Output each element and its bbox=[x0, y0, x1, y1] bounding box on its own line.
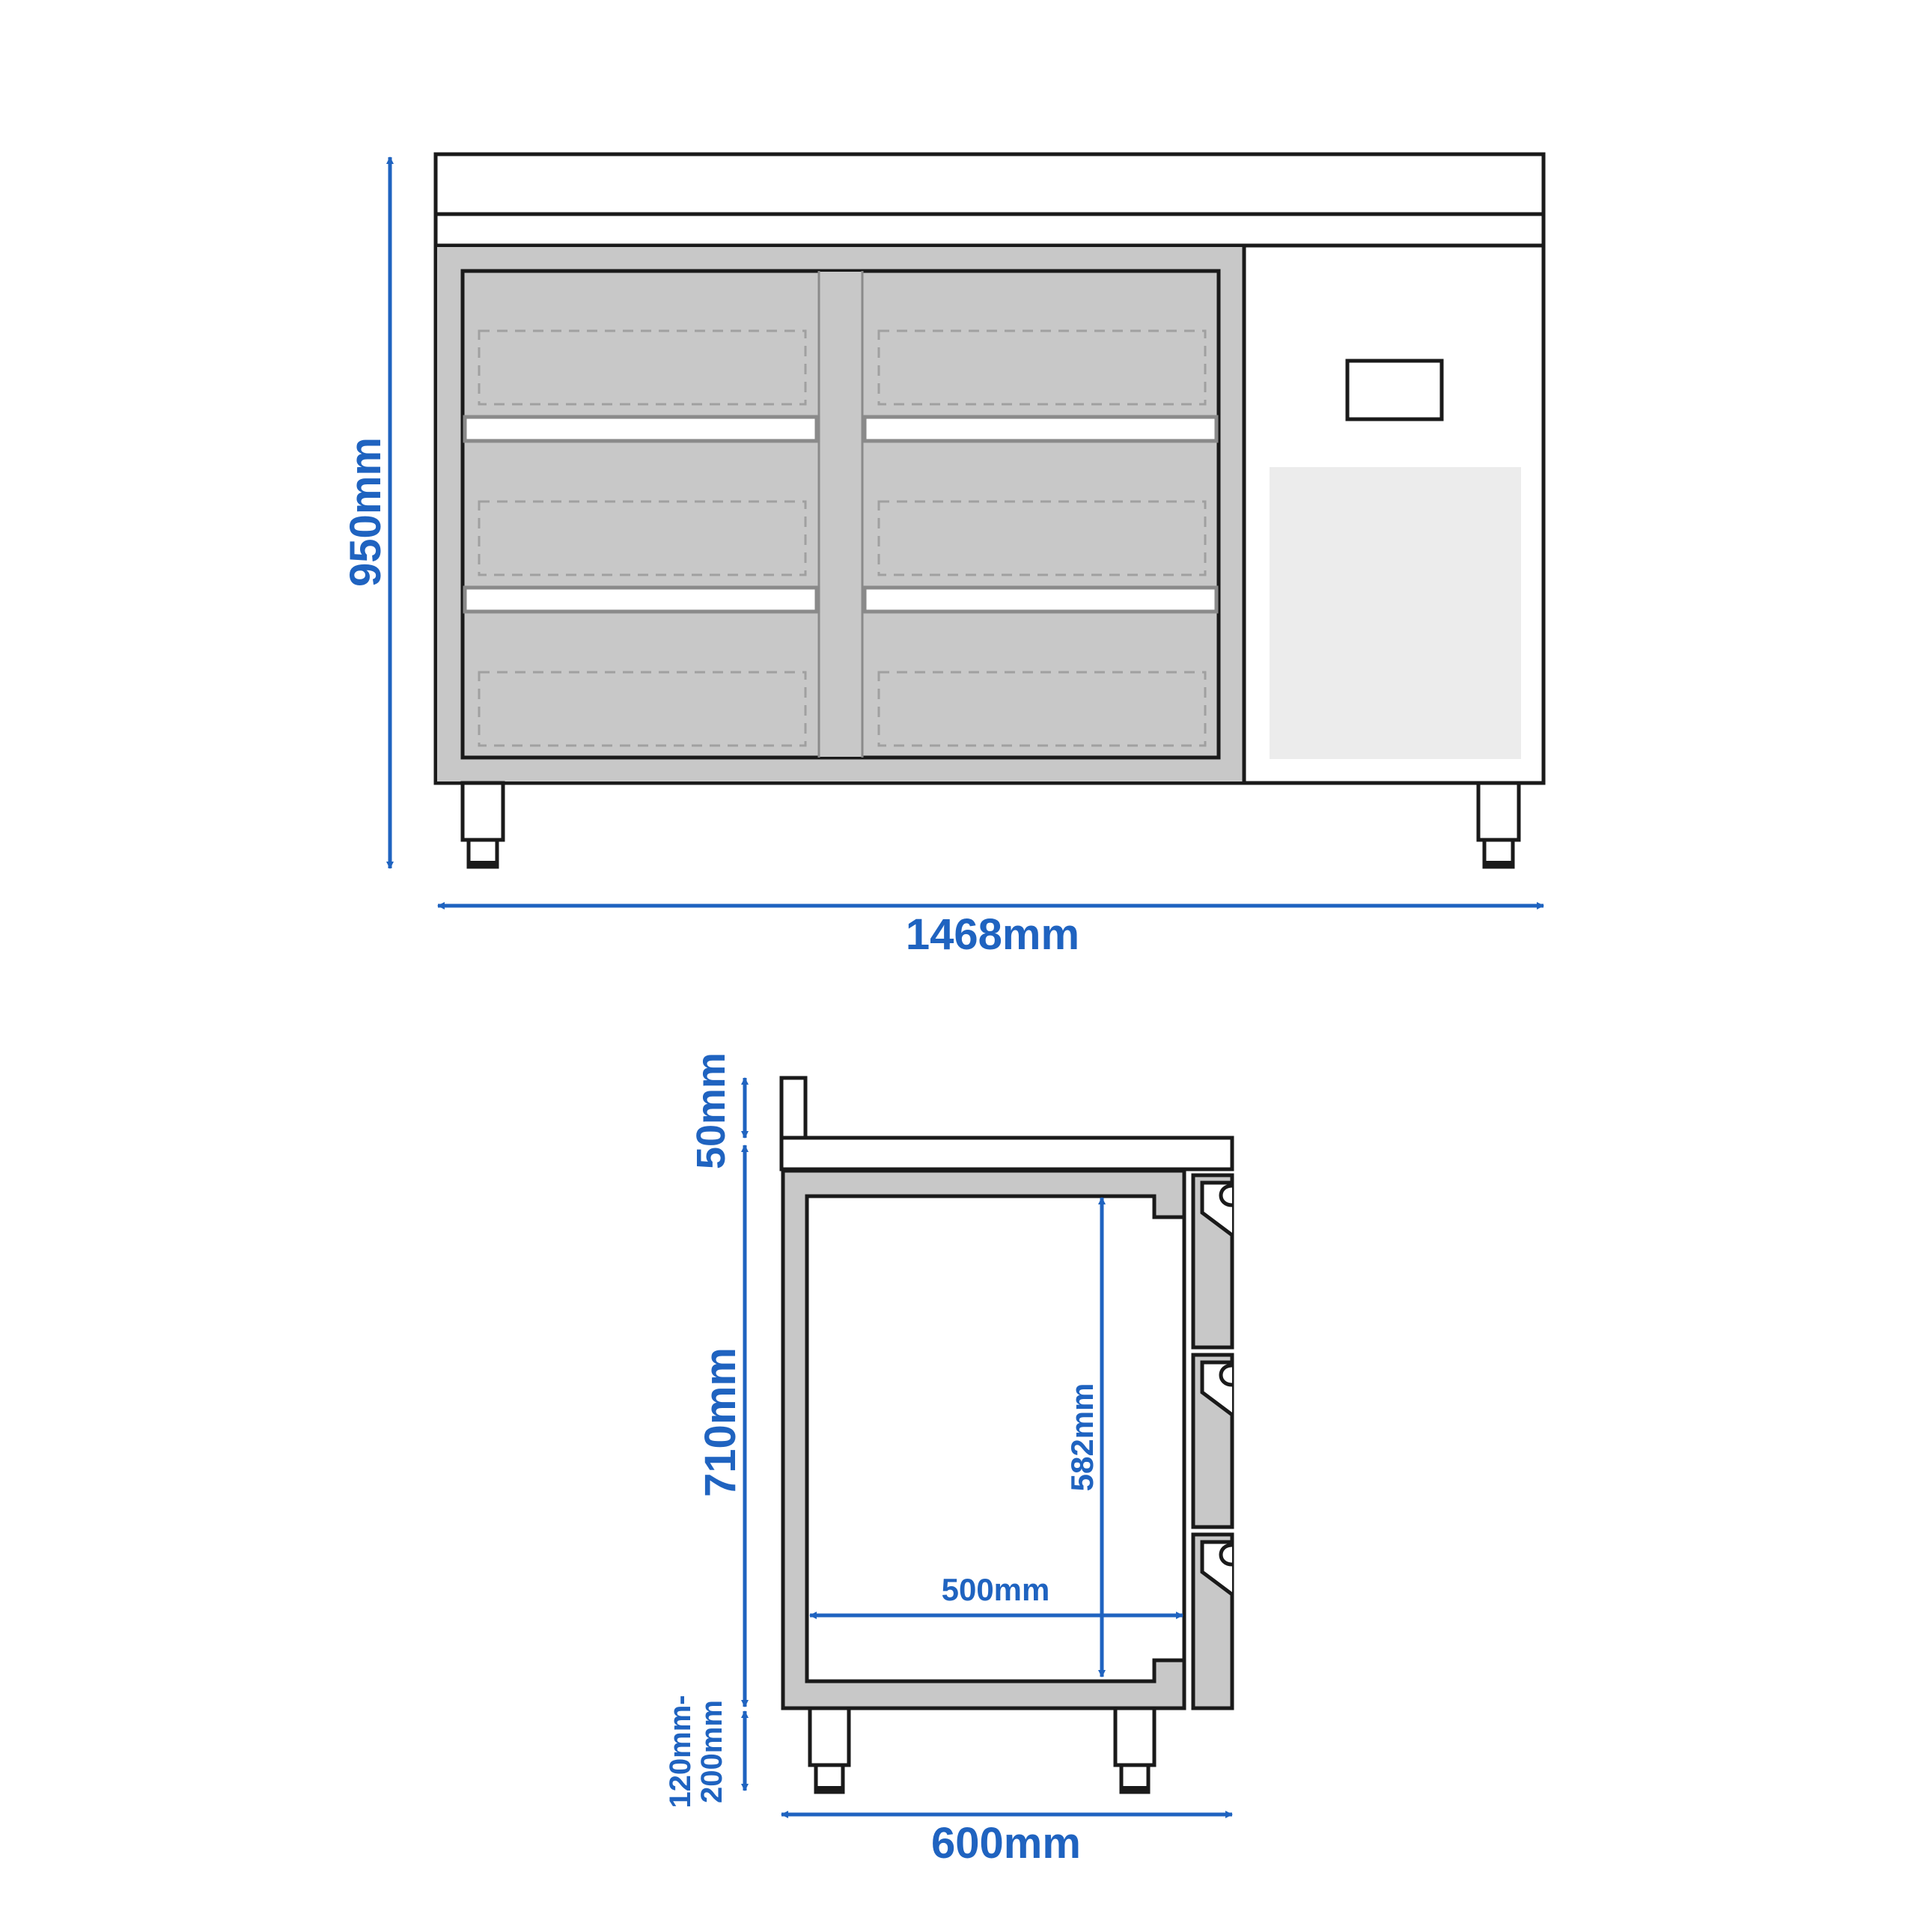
front-width-label: 1468mm bbox=[906, 910, 1079, 959]
side-view: 50mm 710mm 120mm- 200mm 582mm 500mm 600m… bbox=[664, 1052, 1234, 1868]
front-view: 950mm 1468mm bbox=[341, 152, 1546, 959]
side-top-label: 50mm bbox=[689, 1052, 734, 1169]
front-countertop-lip bbox=[433, 212, 1546, 248]
front-control-panel bbox=[1345, 359, 1444, 421]
front-trays bbox=[478, 329, 1207, 747]
side-inner-width-label: 500mm bbox=[942, 1572, 1050, 1607]
side-body-label: 710mm bbox=[696, 1347, 745, 1497]
front-body bbox=[433, 243, 1546, 785]
front-glass-area bbox=[460, 269, 1221, 760]
side-drawers bbox=[1191, 1173, 1234, 1710]
side-inner-compartment bbox=[805, 1194, 1186, 1683]
front-vent-panel bbox=[1270, 467, 1521, 759]
side-inner-height-label: 582mm bbox=[1064, 1383, 1100, 1492]
front-height-label: 950mm bbox=[341, 437, 390, 587]
front-shelves bbox=[463, 415, 1219, 614]
front-door-mullion bbox=[819, 272, 862, 757]
front-legs bbox=[460, 781, 1521, 869]
side-leg-label-line2: 200mm bbox=[695, 1700, 728, 1803]
side-legs bbox=[808, 1706, 1157, 1794]
side-depth-label: 600mm bbox=[931, 1819, 1081, 1868]
side-backsplash bbox=[779, 1076, 808, 1140]
side-leg-label-line1: 120mm- bbox=[664, 1695, 697, 1808]
side-countertop bbox=[779, 1136, 1234, 1171]
front-countertop bbox=[433, 152, 1546, 216]
